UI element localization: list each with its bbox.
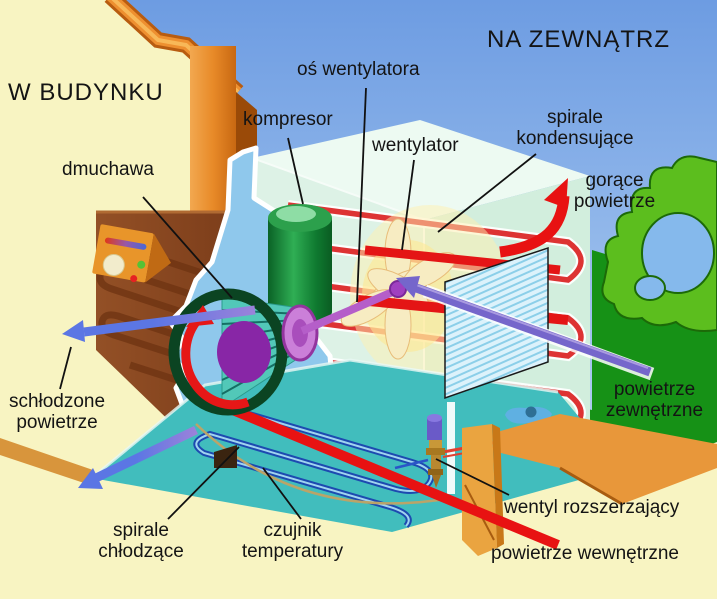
header-outside: NA ZEWNĄTRZ [487, 26, 670, 53]
label-inside-air: powietrze wewnętrzne [491, 543, 679, 564]
valve-pipe-blue [394, 458, 429, 470]
leader-fan-axis [356, 87, 367, 303]
expansion-valve [426, 414, 445, 488]
label-temperature-sensor: czujnik temperatury [241, 520, 344, 563]
leader-blower [142, 196, 233, 299]
label-outside-air: powietrze zewnętrzne [605, 379, 704, 422]
outside-air-arrow [396, 276, 655, 381]
pond-lobe [634, 275, 666, 301]
leader-cooled-air [59, 346, 72, 390]
fan-axis-rod [300, 287, 397, 335]
header-inside: W BUDYNKU [8, 79, 164, 106]
cooled-air-arrow-bottom [78, 425, 198, 489]
label-fan: wentylator [372, 135, 459, 156]
floor-beam-left [0, 438, 93, 486]
leader-lines [59, 87, 537, 520]
cooled-air-arrow-top [62, 305, 256, 342]
label-fan-axis: oś wentylatora [297, 59, 420, 80]
label-expansion-valve: wentyl rozszerzający [504, 497, 680, 518]
beam-right [497, 414, 717, 504]
inside-air-arrow [226, 403, 560, 550]
leader-condensing-coils [437, 153, 537, 233]
leader-cooling-coils [167, 446, 240, 520]
rotation-arrow [181, 319, 250, 410]
label-hot-air: gorące powietrze [573, 170, 656, 213]
blower [168, 288, 319, 416]
label-blower: dmuchawa [62, 159, 154, 180]
wall-notch [214, 445, 237, 468]
hot-air-arrow-head [544, 178, 568, 208]
leader-fan [401, 159, 415, 251]
label-compressor: kompresor [243, 109, 333, 130]
condensing-coils [270, 200, 586, 438]
temperature-sensor-wire [195, 423, 453, 505]
beam-right-edge [559, 466, 623, 506]
leader-expansion-valve [435, 458, 510, 496]
label-cooling-coils: spirale chłodzące [98, 520, 184, 563]
leader-compressor [287, 137, 304, 205]
thermostat [92, 224, 172, 283]
compressor-cylinder [268, 204, 332, 322]
pond [641, 212, 715, 294]
leader-temp-sensor [262, 467, 302, 520]
label-condensing-coils: spirale kondensujące [516, 107, 634, 150]
label-cooled-air: schłodzone powietrze [8, 391, 106, 434]
drain-pipe [447, 402, 455, 494]
pebble [525, 406, 537, 418]
